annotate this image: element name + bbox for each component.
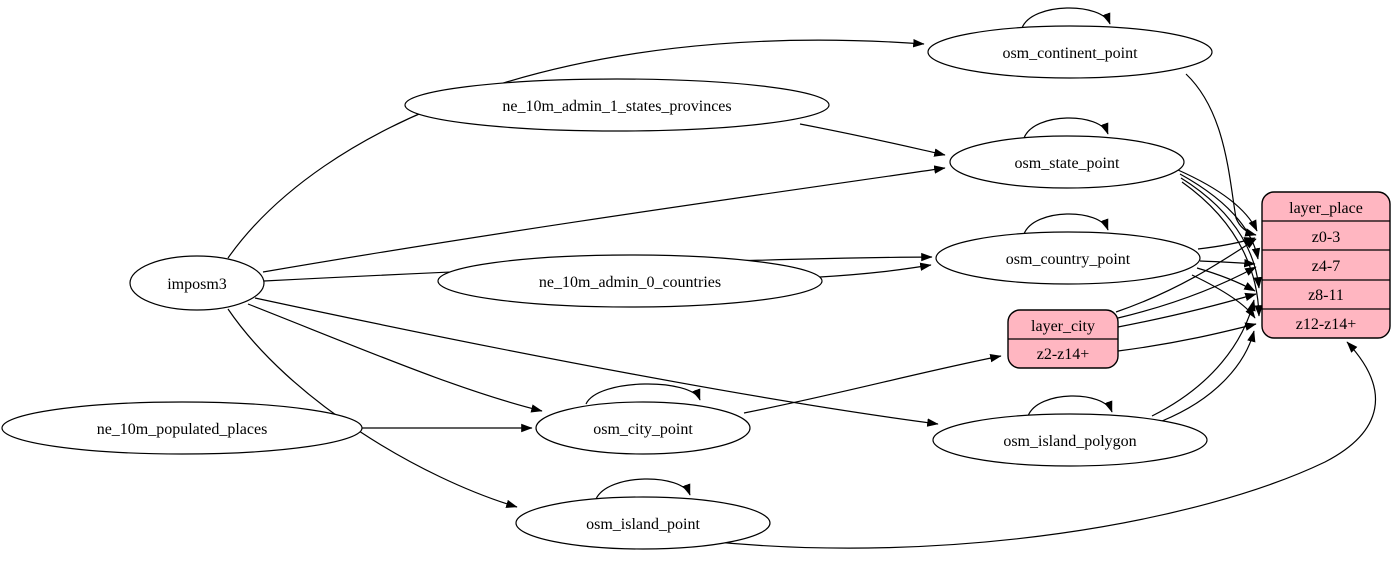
edge-group	[227, 7, 1377, 549]
imposm3-ellipse	[129, 255, 265, 311]
layer-city-title: layer_city	[1031, 318, 1095, 335]
node-imposm3: imposm3	[129, 255, 265, 311]
layer-city-row-z2-z14: z2-z14+	[1037, 346, 1090, 363]
layer-place-box	[1261, 191, 1391, 339]
node-osm-continent-point: osm_continent_point	[927, 25, 1213, 79]
node-osm-city-point: osm_city_point	[535, 401, 751, 455]
node-ne-10m-admin-0-countries: ne_10m_admin_0_countries	[437, 254, 823, 308]
edge-osm-island-polygon-layer-place-z8-11	[1151, 299, 1256, 417]
imposm3-label: imposm3	[167, 276, 227, 293]
edge-osm-state-point-layer-place-z8-11	[1180, 177, 1263, 289]
layer-place-row-z8-11: z8-11	[1308, 287, 1344, 304]
node-osm-island-polygon: osm_island_polygon	[932, 413, 1208, 467]
ne-10m-admin-1-states-provinces-label: ne_10m_admin_1_states_provinces	[502, 98, 731, 115]
layer-place-row-z12-z14: z12-z14+	[1296, 316, 1357, 333]
osm-island-point-ellipse	[515, 496, 771, 550]
node-ne-10m-populated-places: ne_10m_populated_places	[1, 401, 363, 455]
osm-city-point-ellipse	[535, 401, 751, 455]
edge-layer-city-layer-place-z4-7	[1117, 266, 1257, 319]
edge-selfloop-osm-continent-point	[1021, 7, 1111, 29]
osm-country-point-ellipse	[935, 231, 1201, 285]
edge-osm-state-point-layer-place-z4-7	[1179, 173, 1261, 260]
node-osm-country-point: osm_country_point	[935, 231, 1201, 285]
osm-city-point-label: osm_city_point	[593, 421, 693, 438]
osm-island-point-label: osm_island_point	[586, 516, 700, 533]
edge-ne-10m-admin-0-countries-osm-country-point	[819, 262, 932, 278]
node-osm-state-point: osm_state_point	[949, 135, 1185, 189]
edge-osm-country-point-layer-place-z4-7	[1199, 258, 1256, 268]
osm-island-polygon-label: osm_island_polygon	[1003, 433, 1136, 450]
edge-selfloop-osm-country-point	[1023, 213, 1109, 235]
edge-imposm3-osm-continent-point	[227, 39, 925, 259]
edge-layer-city-layer-place-z0-3	[1115, 238, 1257, 313]
osm-country-point-label: osm_country_point	[1006, 251, 1131, 268]
layer-place-title: layer_place	[1289, 200, 1363, 217]
ne-10m-populated-places-ellipse	[1, 401, 363, 455]
osm-island-polygon-ellipse	[932, 413, 1208, 467]
edge-layer-city-layer-place-z12-z14	[1117, 322, 1257, 352]
edge-osm-island-point-layer-place-z12-z14	[705, 341, 1377, 549]
ne-10m-admin-1-states-provinces-ellipse	[404, 78, 830, 132]
layer-place-row-z0-3: z0-3	[1312, 229, 1340, 246]
ne-10m-populated-places-label: ne_10m_populated_places	[97, 421, 268, 438]
edge-osm-country-point-layer-place-z0-3	[1197, 237, 1256, 250]
edge-osm-island-polygon-layer-place-z12-z14	[1161, 330, 1256, 422]
ne-10m-admin-0-countries-label: ne_10m_admin_0_countries	[539, 274, 721, 291]
layer-place-row-z4-7: z4-7	[1312, 258, 1340, 275]
edge-imposm3-osm-state-point	[262, 165, 946, 273]
osm-state-point-label: osm_state_point	[1015, 155, 1120, 172]
edge-selfloop-osm-city-point	[585, 383, 701, 405]
osm-continent-point-ellipse	[927, 25, 1213, 79]
edge-layer-city-layer-place-z8-11	[1117, 292, 1257, 328]
edge-imposm3-osm-city-point	[247, 303, 543, 413]
edge-ne-10m-admin-1-states-provinces-osm-state-point	[799, 123, 946, 157]
edge-selfloop-osm-state-point	[1023, 117, 1109, 139]
edge-osm-country-point-layer-place-z8-11	[1196, 267, 1256, 292]
edge-selfloop-osm-island-point	[595, 478, 691, 500]
edge-osm-state-point-layer-place-z12-z14	[1181, 181, 1263, 317]
edge-osm-city-point-layer-city-z2-z14	[743, 353, 1002, 414]
edge-osm-state-point-layer-place-z0-3	[1177, 169, 1258, 232]
node-osm-island-point: osm_island_point	[515, 496, 771, 550]
osm-continent-point-label: osm_continent_point	[1002, 45, 1138, 62]
node-ne-10m-admin-1-states-provinces: ne_10m_admin_1_states_provinces	[404, 78, 830, 132]
ne-10m-admin-0-countries-ellipse	[437, 254, 823, 308]
node-layer-city: layer_city z2-z14+	[1007, 309, 1119, 369]
edge-selfloop-osm-island-polygon	[1027, 395, 1113, 417]
osm-state-point-ellipse	[949, 135, 1185, 189]
node-layer-place: layer_place z0-3 z4-7 z8-11 z12-z14+	[1261, 191, 1391, 339]
edge-osm-continent-point-layer-place-z0-3	[1185, 73, 1257, 237]
edge-imposm3-osm-island-polygon	[254, 297, 939, 427]
